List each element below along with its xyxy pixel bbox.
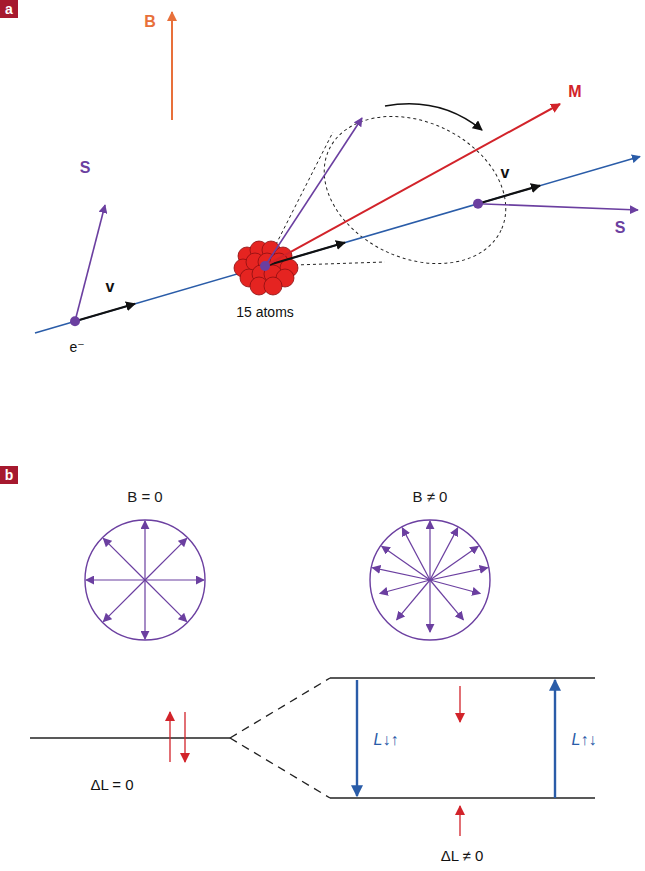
- atom-cluster: [234, 241, 298, 295]
- transition-arrow: [356, 680, 358, 796]
- panel-tag: b: [0, 466, 18, 484]
- spin-vector: [430, 528, 458, 580]
- precession-cone: [265, 88, 530, 292]
- spin-vector: [397, 580, 430, 620]
- spin-circle: B = 0: [83, 518, 207, 642]
- electron-dot: [260, 261, 270, 271]
- spin-vector: [145, 538, 187, 580]
- spin-vector: [429, 580, 430, 632]
- circle-heading: B ≠ 0: [413, 488, 448, 505]
- panel-letter: a: [5, 1, 13, 17]
- transition-label: L↓↑: [374, 731, 399, 749]
- spin-vector: [103, 580, 145, 622]
- spin-vector: [144, 521, 145, 580]
- electron-label: e⁻: [69, 340, 84, 355]
- spin-circle: B ≠ 0: [368, 518, 492, 642]
- magnetization-label: M: [568, 83, 581, 101]
- cluster-label: 15 atoms: [236, 305, 294, 320]
- velocity-arrow: [75, 304, 135, 322]
- spin-arrow: [265, 118, 362, 266]
- spin-vector: [372, 568, 430, 580]
- spin-vector: [430, 580, 480, 594]
- velocity-arrow: [265, 243, 345, 267]
- transition-arrow: [554, 680, 556, 798]
- spin-vector: [103, 538, 145, 580]
- spin-vector: [144, 580, 145, 639]
- velocity-label: v: [106, 278, 115, 296]
- spin-up-arrow: [169, 712, 170, 762]
- electron-dot: [70, 316, 80, 326]
- magnetization-arrow: [265, 104, 560, 266]
- spin-vector: [430, 568, 488, 580]
- field-arrow: [171, 12, 173, 120]
- energy-levels: [30, 678, 595, 798]
- spin-vector: [430, 580, 463, 620]
- spin-arrow: [478, 204, 638, 210]
- spin-vector: [402, 528, 430, 580]
- velocity-arrow: [478, 186, 540, 204]
- spin-vector: [86, 579, 145, 580]
- spin-label: S: [615, 219, 626, 237]
- panel-letter: b: [5, 467, 14, 483]
- field-label: B: [144, 13, 156, 31]
- spin-circle-outline: [368, 518, 492, 642]
- electron-dot: [473, 199, 483, 209]
- circle-outline: [85, 520, 205, 640]
- delta-l-label: ΔL = 0: [90, 777, 133, 794]
- spin-down-arrow: [459, 686, 460, 722]
- trajectory-line: [35, 157, 640, 334]
- spin-up-arrow: [459, 806, 460, 836]
- spin-down-arrow: [184, 712, 185, 762]
- spin-circle-outline: [83, 518, 207, 642]
- transition-label: L↑↓: [572, 731, 597, 749]
- velocity-label: v: [501, 164, 510, 182]
- spin-vector: [380, 580, 430, 594]
- panel-tag: a: [0, 0, 18, 18]
- spin-vector: [145, 580, 187, 622]
- delta-l-label: ΔL ≠ 0: [441, 848, 484, 865]
- rotation-arrow: [385, 104, 482, 130]
- spin-vector: [145, 579, 204, 580]
- spin-label: S: [80, 159, 91, 177]
- spin-arrow: [75, 205, 105, 321]
- spin-vector: [429, 521, 430, 580]
- circle-heading: B = 0: [127, 488, 162, 505]
- circle-outline: [370, 520, 490, 640]
